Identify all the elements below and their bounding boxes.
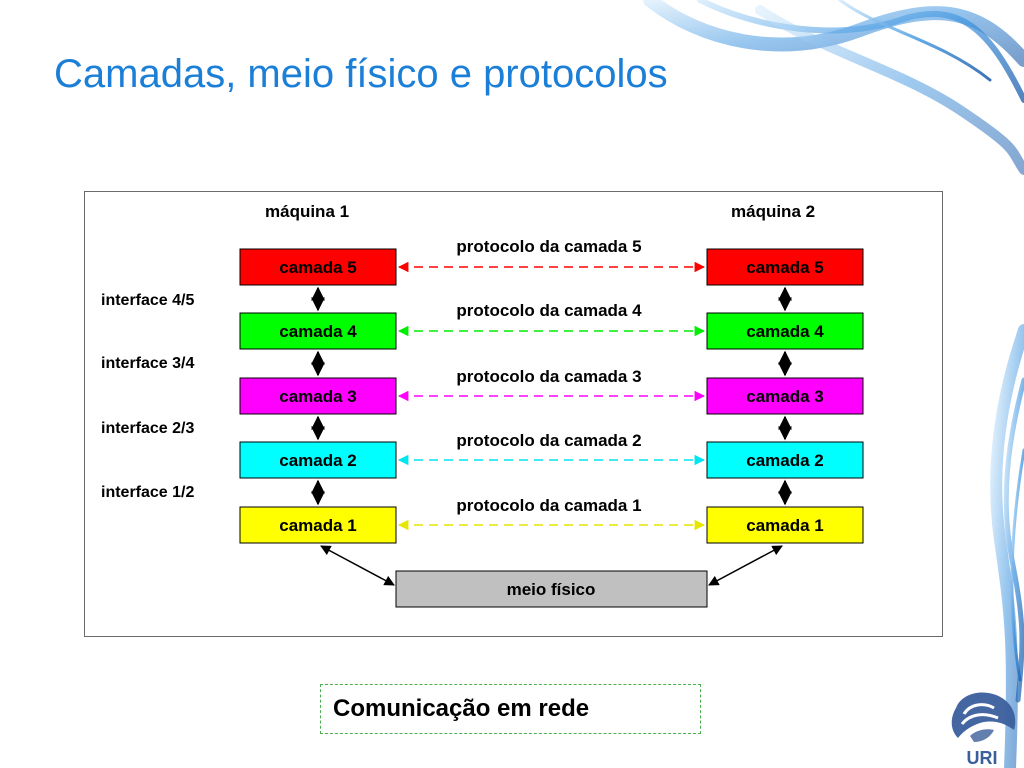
machine-2-layer-4-label: camada 4	[746, 322, 824, 341]
physical-medium-box	[395, 570, 708, 608]
machine-1-label: máquina 1	[265, 202, 349, 221]
diagram-canvas: máquina 1 máquina 2 camada 5 camada 5 pr…	[101, 202, 864, 608]
machine-1-layer-3-box	[239, 377, 397, 415]
machine-1-layer-1-box	[239, 506, 397, 544]
layer-row-4: camada 4 camada 4 protocolo da camada 4	[239, 301, 864, 350]
machine-1-layer-4-box	[239, 312, 397, 350]
machine-1-layer-4-label: camada 4	[279, 322, 357, 341]
layer-row-5: camada 5 camada 5 protocolo da camada 5	[239, 237, 864, 286]
machine-2-layer-5-label: camada 5	[746, 258, 824, 277]
machine-2-layer-3-box	[706, 377, 864, 415]
protocol-1-label: protocolo da camada 1	[456, 496, 641, 515]
machine-1-layer-2-label: camada 2	[279, 451, 357, 470]
machine-2-layer-3-label: camada 3	[746, 387, 824, 406]
machine-2-medium-arrow	[708, 545, 783, 586]
caption-text: Comunicação em rede	[333, 695, 590, 722]
machine-1-layer-3-label: camada 3	[279, 387, 357, 406]
protocol-layers-diagram: máquina 1 máquina 2 camada 5 camada 5 pr…	[84, 191, 943, 637]
layer-row-1: camada 1 camada 1 protocolo da camada 1	[239, 496, 864, 544]
machine-1-layer-2-box	[239, 441, 397, 479]
interface-1-2-label: interface 1/2	[101, 484, 194, 501]
protocol-3-label: protocolo da camada 3	[456, 367, 641, 386]
machine-2-layer-1-label: camada 1	[746, 516, 824, 535]
machine-2-layer-4-box	[706, 312, 864, 350]
logo-text: URI	[967, 748, 998, 768]
protocol-4-label: protocolo da camada 4	[456, 301, 642, 320]
machine-2-layer-2-label: camada 2	[746, 451, 824, 470]
uri-logo: URI	[951, 692, 1016, 768]
slide-title: Camadas, meio físico e protocolos	[54, 52, 668, 96]
physical-medium-label: meio físico	[507, 580, 596, 599]
interface-4-5-label: interface 4/5	[101, 292, 194, 309]
layer-row-3: camada 3 camada 3 protocolo da camada 3	[239, 367, 864, 415]
protocol-2-label: protocolo da camada 2	[456, 431, 641, 450]
layer-row-2: camada 2 camada 2 protocolo da camada 2	[239, 431, 864, 479]
machine-1-medium-arrow	[320, 545, 395, 586]
interface-3-4-label: interface 3/4	[101, 355, 194, 372]
machine-1-layer-5-box	[239, 248, 397, 286]
caption-box: Comunicação em rede	[320, 684, 701, 734]
interface-2-3-label: interface 2/3	[101, 420, 194, 437]
machine-2-layer-2-box	[706, 441, 864, 479]
machine-1-layer-1-label: camada 1	[279, 516, 357, 535]
machine-2-label: máquina 2	[731, 202, 815, 221]
machine-1-layer-5-label: camada 5	[279, 258, 357, 277]
machine-2-layer-1-box	[706, 506, 864, 544]
machine-2-layer-5-box	[706, 248, 864, 286]
protocol-5-label: protocolo da camada 5	[456, 237, 641, 256]
